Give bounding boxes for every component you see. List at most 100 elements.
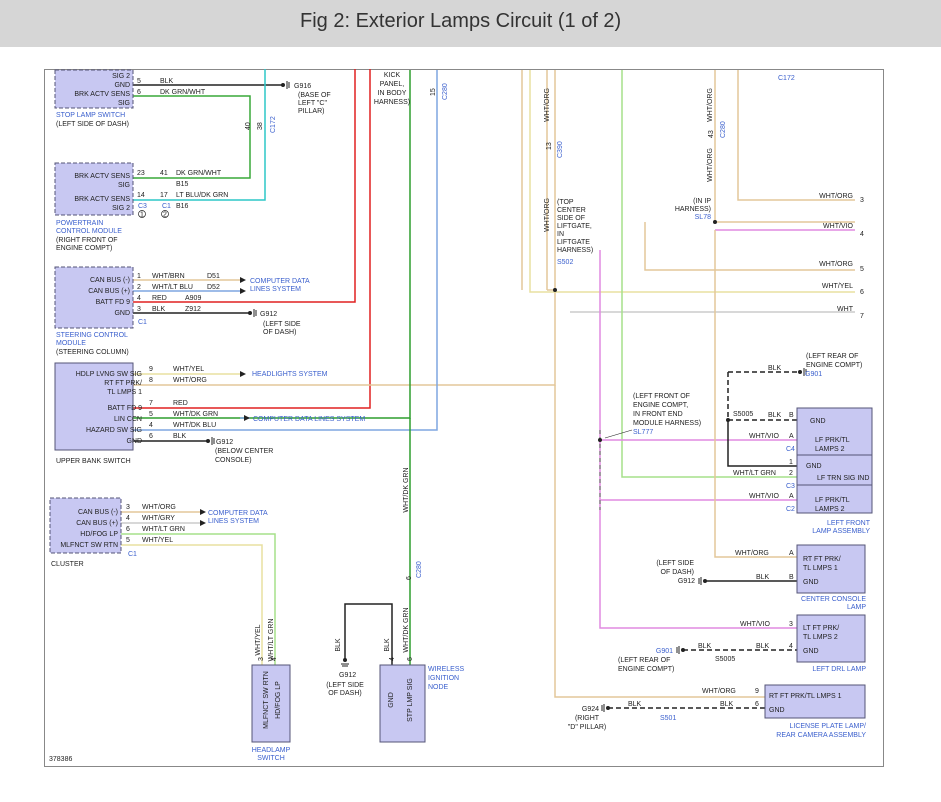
data-lines-label: COMPUTER DATA [250,278,310,285]
data-lines-label: COMPUTER DATA [208,510,268,517]
wire-right-6 [529,70,855,293]
wire-color-label: WHT/GRY [142,515,175,522]
drl-box [796,614,866,663]
ip-harness-loc: (IN IP [693,198,711,205]
connector-c1: C1 [162,203,171,210]
wire-lic-org [554,385,765,698]
wire-color-label: LT BLU/DK GRN [176,192,228,199]
pcm-pin: SIG 2 [112,205,130,212]
cluster-pin: HD/FOG LP [80,531,118,538]
diagram-frame [44,69,884,767]
wire-color-label: WHT/BRN [152,273,185,280]
cluster-pin: CAN BUS (+) [76,520,118,527]
lic-label: LICENSE PLATE LAMP/ [789,723,866,730]
ccl-label: LAMP [847,604,866,611]
wire-color-label: WHT/YEL [822,283,853,290]
splice-s5005: S5005 [733,411,753,418]
wire-pin: 3 [258,657,265,661]
pcm-loc: ENGINE COMPT) [56,245,112,252]
drl-label: LEFT DRL LAMP [812,666,866,673]
connector-pin: 6 [406,576,413,580]
kick-panel-loc: PANEL, [380,81,404,88]
lf-lamp-label: LEFT FRONT [827,520,871,527]
win-label: IGNITION [428,675,459,682]
scm-pin: BATT FD 9 [96,299,130,306]
lf-lamp-pin: LF PRK/TL [815,437,850,444]
ubs-pin: GND [126,438,142,445]
win-pin: GND [388,692,395,708]
ground-loc: OF DASH) [661,569,694,576]
data-lines-label: LINES SYSTEM [208,518,259,525]
wire-pin: B [789,574,794,581]
connector-pin: 38 [257,122,264,130]
lic-box [764,684,866,719]
lf-lamp-pin: GND [810,418,826,425]
liftgate-loc: LIFTGATE, [557,223,592,230]
wire-color-label: WHT/DK GRN [403,607,410,652]
ubs-label: UPPER BANK SWITCH [56,458,131,465]
pcm-pin: BRK ACTV SENS [74,173,130,180]
ground-id: G912 [216,439,233,446]
wire-color-label: RED [152,295,167,302]
ubs-pin: LIN CCN [114,416,142,423]
figure-title: Fig 2: Exterior Lamps Circuit (1 of 2) [300,10,622,32]
wire-lt-blu-dk-grn [133,69,266,201]
wire-pin: 4 [271,657,278,661]
lf-lamp-pin: LF TRN SIG IND [817,475,869,482]
ground-loc: ENGINE COMPT) [618,666,674,673]
ground-loc: LEFT "C" [298,100,327,107]
kick-panel-loc: IN BODY [378,90,407,97]
wire-color-label: BLK [720,701,734,708]
wire-cl-wht-lt-grn [121,533,276,665]
wire-color-label: BLK [698,643,712,650]
wire-red-ubs [133,69,371,409]
ground-symbols [211,81,807,712]
headlamp-pin: HD/FOG LP [275,681,282,719]
wire-ccl-org [714,230,797,558]
lf-lamp-pin: LF PRK/TL [815,497,850,504]
page-ref-num: 5 [860,266,864,273]
wire-color-label: WHT/YEL [255,624,262,655]
ground-loc: CONSOLE) [215,457,252,464]
wire-color-label: BLK [756,643,770,650]
connector-c3: C3 [786,483,795,490]
sl777-loc: ENGINE COMPT, [633,402,688,409]
wire-dk-grn-wht [133,95,251,179]
wire-color-label: WHT/ORG [819,261,853,268]
splice-s501: S501 [660,715,676,722]
circuit-id: B16 [176,203,189,210]
wire-color-label: BLK [160,78,174,85]
wire-color-label: WHT/DK GRN [173,411,218,418]
wire-color-label: WHT/VIO [749,493,779,500]
data-lines-label: LINES SYSTEM [250,286,301,293]
headlights-system-label: HEADLIGHTS SYSTEM [252,371,328,378]
connector-c390: C390 [557,141,564,158]
wire-wht-org-ubs [133,70,556,386]
wire-pin: 4 [149,422,153,429]
cluster-label: CLUSTER [51,561,84,568]
ccl-pin: TL LMPS 1 [803,565,838,572]
connector-c1: C1 [128,551,137,558]
wire-pin: 23 [137,170,145,177]
wire-right-5 [644,222,855,271]
connector-c1: C1 [138,319,147,326]
data-lines-label: COMPUTER DATA LINES SYSTEM [253,416,365,423]
sl777-loc: IN FRONT END [633,411,683,418]
ground-loc: (BASE OF [298,92,331,99]
connector-pin: 13 [546,142,553,150]
wire-color-label: WHT/ORG [544,198,551,232]
wire-pin: 6 [149,433,153,440]
lic-pin: RT FT PRK/TL LMPS 1 [769,693,842,700]
wire-lt-grn-lf [621,70,800,478]
wire-color-label: WHT/VIO [823,223,853,230]
ubs-pin: TL LMPS 1 [107,389,142,396]
ground-loc: OF DASH) [263,329,296,336]
scm-label: STEERING CONTROL [56,332,128,339]
liftgate-loc: IN [557,231,564,238]
ground-loc: OF DASH) [328,690,361,697]
wire-color-label: WHT/VIO [749,433,779,440]
ubs-pin: HDLP LVNG SW SIG [76,371,142,378]
ground-id: G912 [678,578,695,585]
wire-color-label: DK GRN/WHT [160,89,206,96]
